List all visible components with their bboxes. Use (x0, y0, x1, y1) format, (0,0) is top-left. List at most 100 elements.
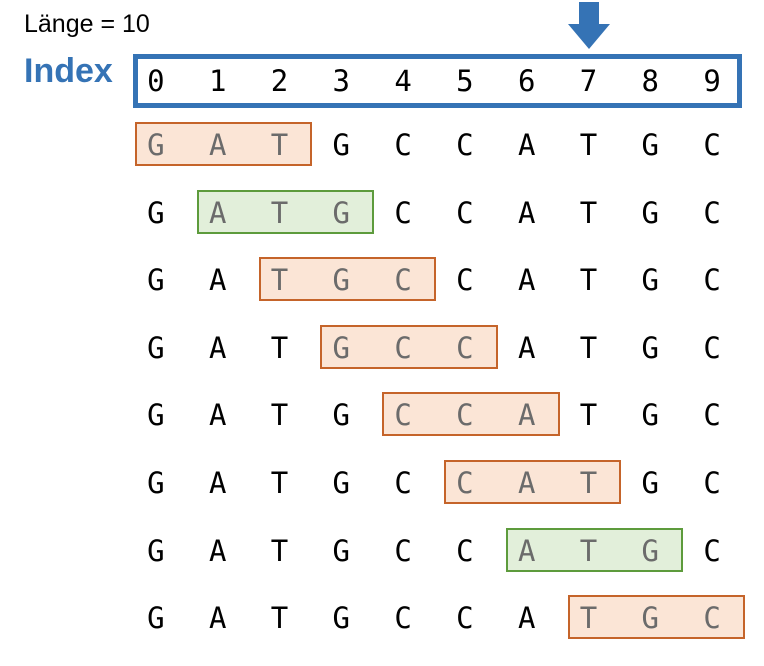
base-cell: G (147, 128, 165, 162)
base-cell: A (517, 466, 536, 500)
base-cell: A (517, 533, 536, 568)
base-cell: T (579, 398, 598, 433)
base-cell: A (208, 330, 227, 365)
index-cell-5: 5 (456, 64, 474, 98)
base-cell: T (579, 128, 598, 162)
base-cell: G (332, 601, 351, 636)
base-cell: C (456, 533, 474, 568)
base-cell: G (147, 398, 165, 433)
base-cell: T (579, 601, 598, 636)
base-cell: G (641, 466, 660, 500)
base-cell: C (703, 330, 721, 365)
window-highlight-orange (382, 392, 560, 437)
base-cell: C (703, 263, 721, 298)
index-cell-8: 8 (641, 64, 660, 98)
index-label: Index (24, 52, 113, 90)
base-cell: G (641, 263, 660, 298)
base-cell: C (456, 263, 474, 298)
base-cell: A (208, 601, 227, 636)
base-cell: T (270, 263, 289, 298)
index-cell-1: 1 (208, 64, 227, 98)
base-cell: C (456, 601, 474, 636)
base-cell: C (394, 466, 412, 500)
base-cell: C (703, 533, 721, 568)
base-cell: C (394, 398, 412, 433)
base-cell: T (270, 195, 289, 230)
base-cell: C (456, 466, 474, 500)
base-cell: C (703, 466, 721, 500)
base-cell: G (641, 195, 660, 230)
base-cell: C (703, 128, 721, 162)
base-cell: A (517, 330, 536, 365)
base-cell: T (270, 128, 289, 162)
index-cell-4: 4 (394, 64, 412, 98)
base-cell: A (208, 533, 227, 568)
base-cell: C (394, 601, 412, 636)
base-cell: T (270, 601, 289, 636)
base-cell: C (456, 330, 474, 365)
base-cell: C (456, 128, 474, 162)
base-cell: G (641, 533, 660, 568)
window-highlight-green (505, 527, 684, 572)
base-cell: G (147, 263, 165, 298)
base-cell: G (641, 398, 660, 433)
base-cell: T (579, 330, 598, 365)
base-cell: A (517, 601, 536, 636)
index-cell-6: 6 (517, 64, 536, 98)
base-cell: T (270, 330, 289, 365)
base-cell: A (517, 263, 536, 298)
base-cell: C (394, 195, 412, 230)
window-highlight-orange (135, 122, 313, 166)
base-cell: C (394, 330, 412, 365)
base-cell: C (456, 398, 474, 433)
base-cell: A (517, 195, 536, 230)
base-cell: T (579, 195, 598, 230)
base-cell: C (456, 195, 474, 230)
index-cell-2: 2 (270, 64, 289, 98)
window-highlight-orange (444, 460, 622, 504)
base-cell: G (641, 128, 660, 162)
base-cell: A (208, 128, 227, 162)
pointer-arrow-shape (567, 2, 610, 49)
base-cell: A (517, 398, 536, 433)
base-cell: A (517, 128, 536, 162)
base-cell: T (579, 263, 598, 298)
index-cell-7: 7 (579, 64, 598, 98)
index-cell-9: 9 (703, 64, 721, 98)
base-cell: G (147, 533, 165, 568)
base-cell: C (703, 601, 721, 636)
base-cell: G (332, 195, 351, 230)
base-cell: T (579, 533, 598, 568)
base-cell: T (270, 398, 289, 433)
base-cell: C (703, 195, 721, 230)
base-cell: A (208, 195, 227, 230)
window-highlight-green (196, 189, 375, 234)
base-cell: T (270, 466, 289, 500)
base-cell: A (208, 263, 227, 298)
base-cell: C (394, 128, 412, 162)
base-cell: G (147, 195, 165, 230)
window-highlight-orange (320, 324, 498, 369)
base-cell: G (147, 330, 165, 365)
window-highlight-orange (258, 257, 436, 302)
index-cell-0: 0 (147, 64, 165, 98)
base-cell: C (703, 398, 721, 433)
base-cell: G (332, 263, 351, 298)
base-cell: A (208, 466, 227, 500)
base-cell: A (208, 398, 227, 433)
window-highlight-orange (567, 595, 745, 640)
index-cell-3: 3 (332, 64, 351, 98)
base-cell: G (147, 466, 165, 500)
base-cell: G (332, 533, 351, 568)
pointer-arrow-icon (567, 2, 610, 49)
length-label: Länge = 10 (24, 10, 150, 38)
base-cell: G (641, 330, 660, 365)
base-cell: T (579, 466, 598, 500)
